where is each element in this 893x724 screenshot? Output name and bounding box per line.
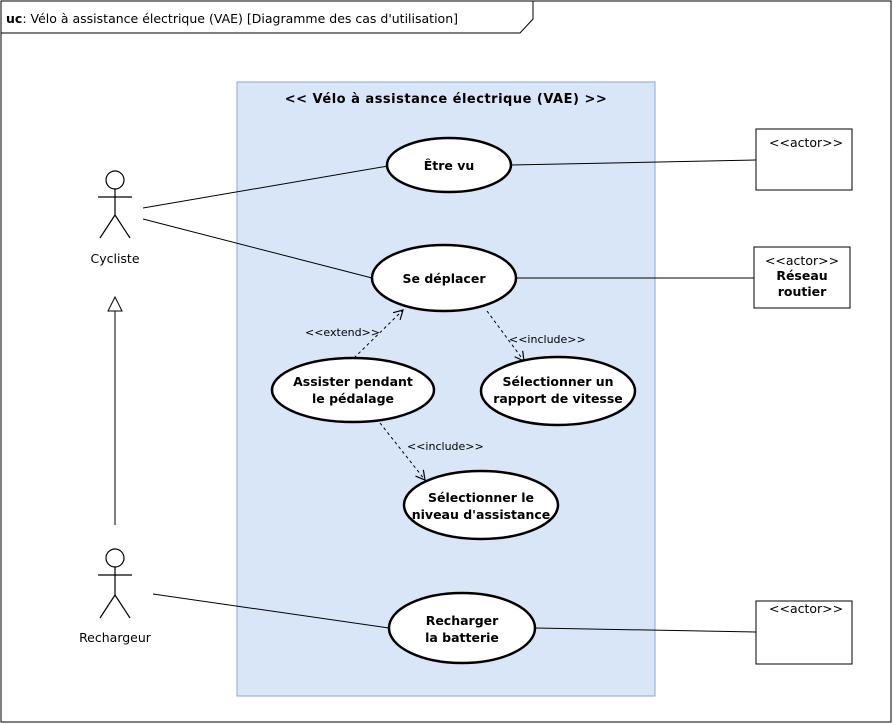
- use-case-recharger-line1: Recharger: [426, 613, 499, 628]
- external-actor-top-stereotype: <<actor>>: [769, 135, 843, 150]
- use-case-niveau-line1: Sélectionner le: [428, 490, 534, 505]
- external-actor-reseau-stereotype: <<actor>>: [765, 253, 839, 268]
- use-case-recharger-line2: la batterie: [425, 630, 499, 645]
- assoc-recharger-actor: [534, 627, 757, 633]
- use-case-se-deplacer-label: Se déplacer: [403, 271, 487, 286]
- assoc-rechargeur-recharger: [152, 593, 390, 629]
- use-case-niveau-line2: niveau d'assistance: [412, 507, 551, 522]
- use-case-se-deplacer[interactable]: Se déplacer: [370, 243, 518, 313]
- actor-rechargeur[interactable]: Rechargeur: [79, 548, 152, 645]
- include-rapport-label: <<include>>: [509, 333, 586, 346]
- frame-title-tab: [1, 1, 534, 34]
- use-case-etre-vu-label: Être vu: [424, 158, 475, 173]
- use-case-selectionner-niveau[interactable]: Sélectionner le niveau d'assistance: [402, 469, 560, 541]
- dependencies: [353, 309, 525, 481]
- stick-figure-icon: [98, 170, 132, 239]
- external-actor-reseau-name-line2: routier: [778, 284, 827, 299]
- generalization-arrowhead: [107, 295, 123, 312]
- actor-cycliste[interactable]: Cycliste: [90, 170, 140, 266]
- use-case-assister-line2: le pédalage: [312, 391, 394, 406]
- actor-rechargeur-label: Rechargeur: [79, 630, 152, 645]
- associations: [114, 159, 757, 633]
- actor-cycliste-label: Cycliste: [90, 251, 139, 266]
- frame-title-text: Vélo à assistance électrique (VAE) [Diag…: [31, 11, 459, 26]
- external-actor-top[interactable]: <<actor>>: [755, 128, 853, 191]
- use-case-selectionner-rapport[interactable]: Sélectionner un rapport de vitesse: [479, 355, 637, 427]
- extend-label: <<extend>>: [305, 326, 380, 339]
- frame-title: uc: Vélo à assistance électrique (VAE) […: [6, 11, 458, 26]
- use-case-assister-line1: Assister pendant: [293, 374, 413, 389]
- include-niveau-arrow: [379, 422, 426, 481]
- assoc-etre-vu-actor: [510, 159, 757, 166]
- external-actor-reseau[interactable]: <<actor>> Réseau routier: [753, 246, 851, 309]
- external-actor-bottom-stereotype: <<actor>>: [769, 601, 843, 616]
- use-case-assister[interactable]: Assister pendant le pédalage: [270, 356, 436, 424]
- use-case-recharger[interactable]: Recharger la batterie: [387, 591, 537, 665]
- frame-keyword: uc: [6, 11, 22, 26]
- use-case-rapport-line1: Sélectionner un: [502, 374, 613, 389]
- stick-figure-icon: [98, 548, 132, 619]
- system-title: << Vélo à assistance électrique (VAE) >>: [285, 92, 608, 107]
- assoc-cycliste-etre-vu: [142, 165, 389, 209]
- external-actor-reseau-name-line1: Réseau: [776, 268, 827, 283]
- use-case-rapport-line2: rapport de vitesse: [493, 391, 623, 406]
- assoc-cycliste-se-deplacer: [142, 218, 373, 279]
- include-niveau-label: <<include>>: [407, 440, 484, 453]
- use-case-etre-vu[interactable]: Être vu: [385, 136, 513, 194]
- include-rapport-arrow: [486, 310, 525, 362]
- external-actor-bottom[interactable]: <<actor>>: [755, 600, 853, 665]
